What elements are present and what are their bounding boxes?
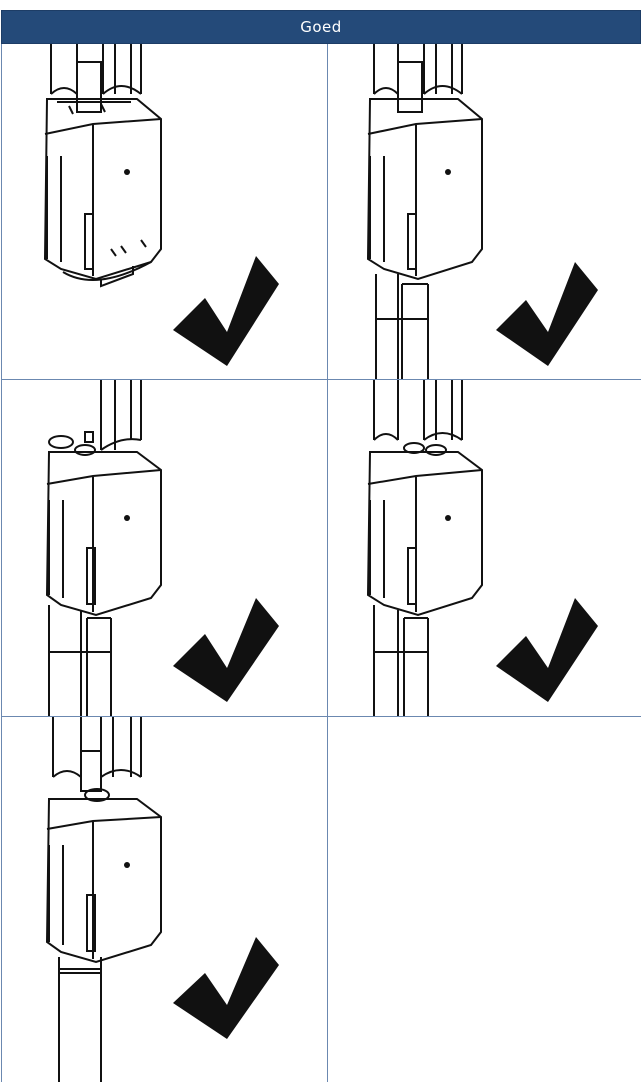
cell-2 (328, 44, 641, 379)
table-header: Goed (1, 10, 641, 44)
grid-divider-row-1 (1, 379, 641, 380)
device-illustration-5 (45, 717, 279, 1082)
device-illustration-3 (45, 380, 279, 716)
grid-divider-vertical (327, 44, 328, 1082)
device-illustration-1 (43, 44, 279, 366)
check-icon (496, 262, 598, 366)
cell-4 (328, 380, 641, 716)
grid-border-left (1, 44, 2, 1082)
device-illustration-4 (366, 380, 598, 716)
cell-5 (1, 717, 327, 1082)
check-icon (173, 598, 279, 702)
grid-divider-row-2 (1, 716, 641, 717)
check-icon (173, 256, 279, 366)
check-icon (496, 598, 598, 702)
table: Goed (1, 10, 641, 1082)
cell-1 (1, 44, 327, 379)
cell-3 (1, 380, 327, 716)
cell-6-empty (328, 717, 641, 1082)
illustration-grid (1, 44, 641, 1082)
header-title: Goed (300, 18, 342, 36)
device-illustration-2 (366, 44, 598, 379)
check-icon (173, 937, 279, 1039)
